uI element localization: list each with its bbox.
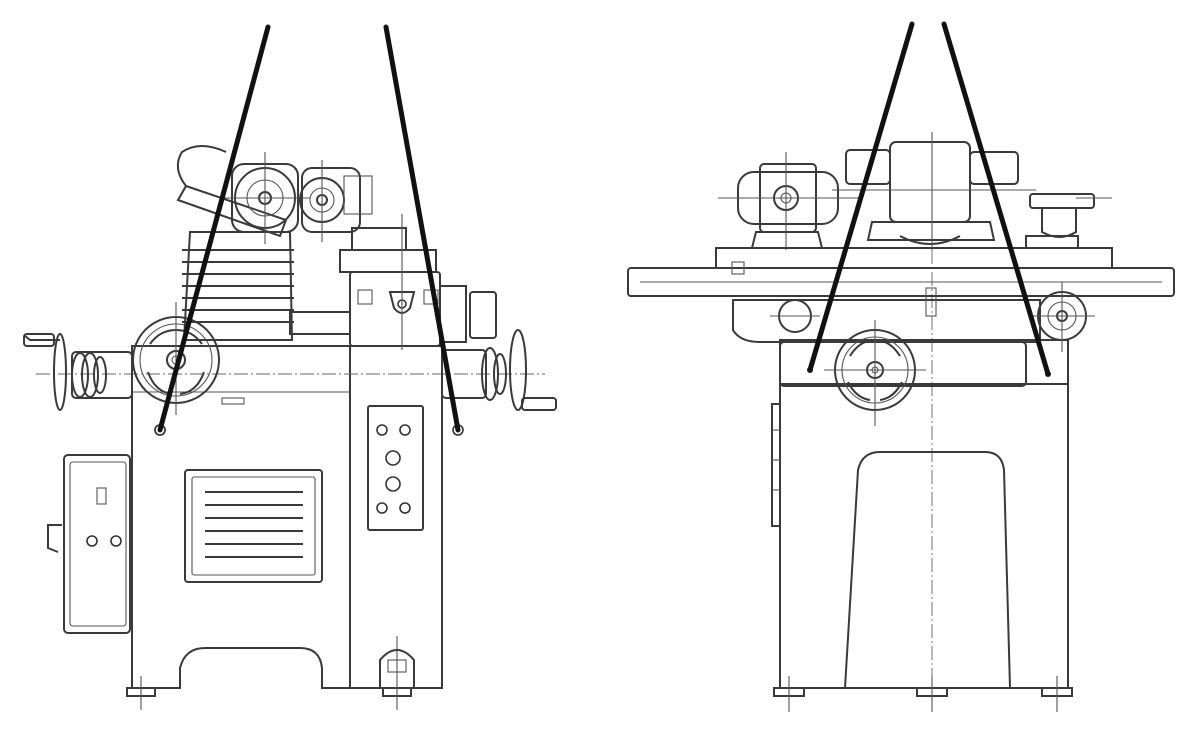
leveling-feet bbox=[126, 636, 415, 710]
side-lifting-cable bbox=[807, 21, 915, 373]
wheel-head bbox=[222, 152, 373, 244]
work-table bbox=[627, 247, 1175, 317]
side-lifting-cable bbox=[941, 21, 1051, 377]
work-head bbox=[289, 214, 497, 350]
control-panel bbox=[367, 405, 424, 531]
dividing-head bbox=[718, 152, 862, 250]
hand-wheel bbox=[132, 302, 220, 415]
tailstock bbox=[1025, 193, 1112, 249]
front-spindle bbox=[23, 329, 557, 411]
front-view bbox=[23, 24, 557, 710]
side-view bbox=[627, 21, 1175, 712]
vent-grille bbox=[184, 469, 323, 583]
side-hand-wheel bbox=[824, 320, 926, 426]
base-pedestal bbox=[771, 383, 1069, 689]
side-leveling-feet bbox=[773, 676, 1073, 712]
lifting-cable bbox=[383, 24, 461, 433]
motor-column bbox=[176, 145, 294, 341]
side-dial bbox=[1030, 282, 1095, 352]
electrical-cabinet bbox=[47, 454, 131, 634]
lifting-cable bbox=[157, 24, 271, 433]
saddle bbox=[732, 299, 1069, 387]
